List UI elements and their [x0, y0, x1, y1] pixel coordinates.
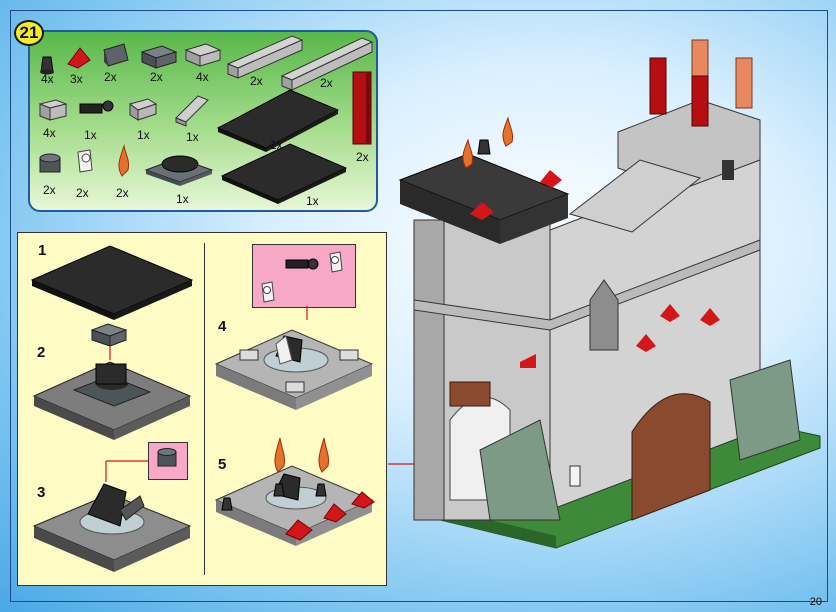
substep-5-number: 5: [218, 456, 227, 473]
substep-1-plate-icon: [30, 245, 194, 320]
qty-grey-corner: 4x: [196, 70, 209, 84]
step-number-badge: 21: [14, 20, 44, 46]
qty-white-clip: 2x: [76, 186, 89, 200]
grey-1x8-part-icon: [280, 37, 374, 91]
substep-4-assembly-icon: [214, 251, 374, 410]
grey-brick-1x2-part-icon: [38, 99, 68, 121]
grey-1x6-part-icon: [226, 35, 304, 79]
substep-4-number: 4: [218, 318, 227, 335]
qty-black-hinge: 1x: [84, 128, 97, 142]
red-pillar-part-icon: [352, 71, 372, 145]
qty-grey-1x6: 2x: [250, 74, 263, 88]
substep-5-assembly-icon: [214, 437, 375, 546]
dark-slope-part-icon: [103, 43, 129, 67]
black-plate-8x8-part-icon: [220, 143, 348, 204]
page-frame: [10, 10, 828, 602]
turntable-part-icon: [144, 155, 214, 186]
qty-turntable: 1x: [176, 192, 189, 206]
qty-grey-clip: 1x: [137, 128, 150, 142]
qty-red-slope: 3x: [70, 72, 83, 86]
page-number: 20: [809, 596, 822, 608]
cone-part-icon: [40, 56, 54, 75]
substep-1-number: 1: [38, 242, 47, 259]
substep-3-number: 3: [37, 484, 46, 501]
grey-clip-part-icon: [128, 98, 158, 121]
qty-flame: 2x: [116, 186, 129, 200]
qty-grey-1x8: 2x: [320, 76, 333, 90]
qty-red-pillar: 2x: [356, 150, 369, 164]
flame-part-icon: [118, 144, 129, 177]
substep-divider: [204, 243, 205, 575]
qty-black-plate-6x10: 1x: [270, 138, 283, 152]
qty-grey-wedge: 1x: [186, 130, 199, 144]
qty-black-plate-8x8: 1x: [306, 194, 319, 208]
qty-dark-round: 2x: [43, 183, 56, 197]
dark-brick-2x2-part-icon: [140, 45, 178, 69]
black-plate-6x10-part-icon: [216, 89, 340, 152]
grey-wedge-part-icon: [175, 95, 209, 127]
dark-round-2x2-part-icon: [39, 153, 61, 173]
qty-dark-brick: 2x: [150, 70, 163, 84]
qty-dark-slope: 2x: [104, 70, 117, 84]
substep-3-assembly-icon: [32, 448, 192, 572]
substep-2-assembly-icon: [32, 323, 192, 440]
grey-corner-part-icon: [184, 43, 222, 67]
white-clip-part-icon: [77, 149, 93, 173]
red-slope-part-icon: [67, 47, 91, 69]
black-hinge-part-icon: [79, 100, 114, 114]
qty-cone: 4x: [41, 72, 54, 86]
qty-grey-brick: 4x: [43, 126, 56, 140]
substep-2-number: 2: [37, 344, 46, 361]
